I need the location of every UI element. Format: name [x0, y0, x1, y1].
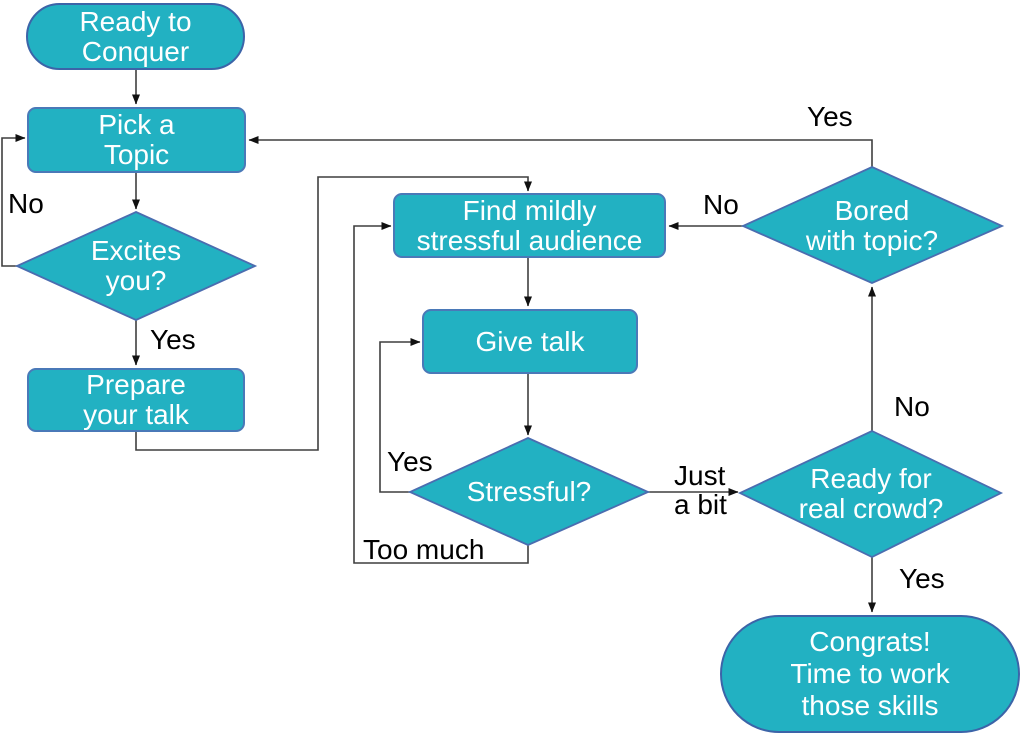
node-prepare-your-talk: Prepare your talk — [27, 368, 245, 432]
decision-diamond-excites — [14, 211, 258, 321]
decision-diamond-bored — [740, 166, 1005, 284]
decision-diamond-ready — [737, 430, 1004, 559]
node-excites-you: Excites you? — [90, 235, 182, 296]
node-pick-a-topic: Pick a Topic — [27, 107, 246, 173]
edge-label-bored-yes: Yes — [807, 101, 853, 132]
edge-label-bored-no: No — [703, 189, 739, 220]
node-congrats: Congrats! Time to work those skills — [720, 615, 1020, 733]
edge-label-excites-no: No — [8, 188, 44, 219]
edge-stressful-toomuch-to-find — [353, 222, 529, 564]
edge-label-ready-no: No — [894, 391, 930, 422]
node-ready-to-conquer: Ready to Conquer — [26, 3, 245, 70]
node-stressful: Stressful? — [466, 476, 592, 507]
node-give-talk: Give talk — [422, 309, 638, 374]
edge-excites-no-to-pick — [1, 134, 26, 267]
edge-label-ready-yes: Yes — [899, 563, 945, 594]
edge-label-stressful-just-a-bit: Just a bit — [674, 460, 727, 520]
edge-label-excites-yes: Yes — [150, 324, 196, 355]
edge-prepare-to-find — [135, 176, 532, 451]
edge-bored-yes-to-pick — [248, 136, 873, 167]
node-ready-for-real-crowd: Ready for real crowd? — [798, 463, 944, 524]
edge-label-stressful-too-much: Too much — [363, 534, 485, 565]
node-bored-with-topic: Bored with topic? — [805, 195, 939, 256]
decision-diamond-stressful — [407, 437, 651, 546]
edge-stressful-yes-to-give — [379, 338, 421, 493]
node-find-mildly-stressful-audience: Find mildly stressful audience — [393, 193, 666, 258]
edge-label-stressful-yes: Yes — [387, 446, 433, 477]
